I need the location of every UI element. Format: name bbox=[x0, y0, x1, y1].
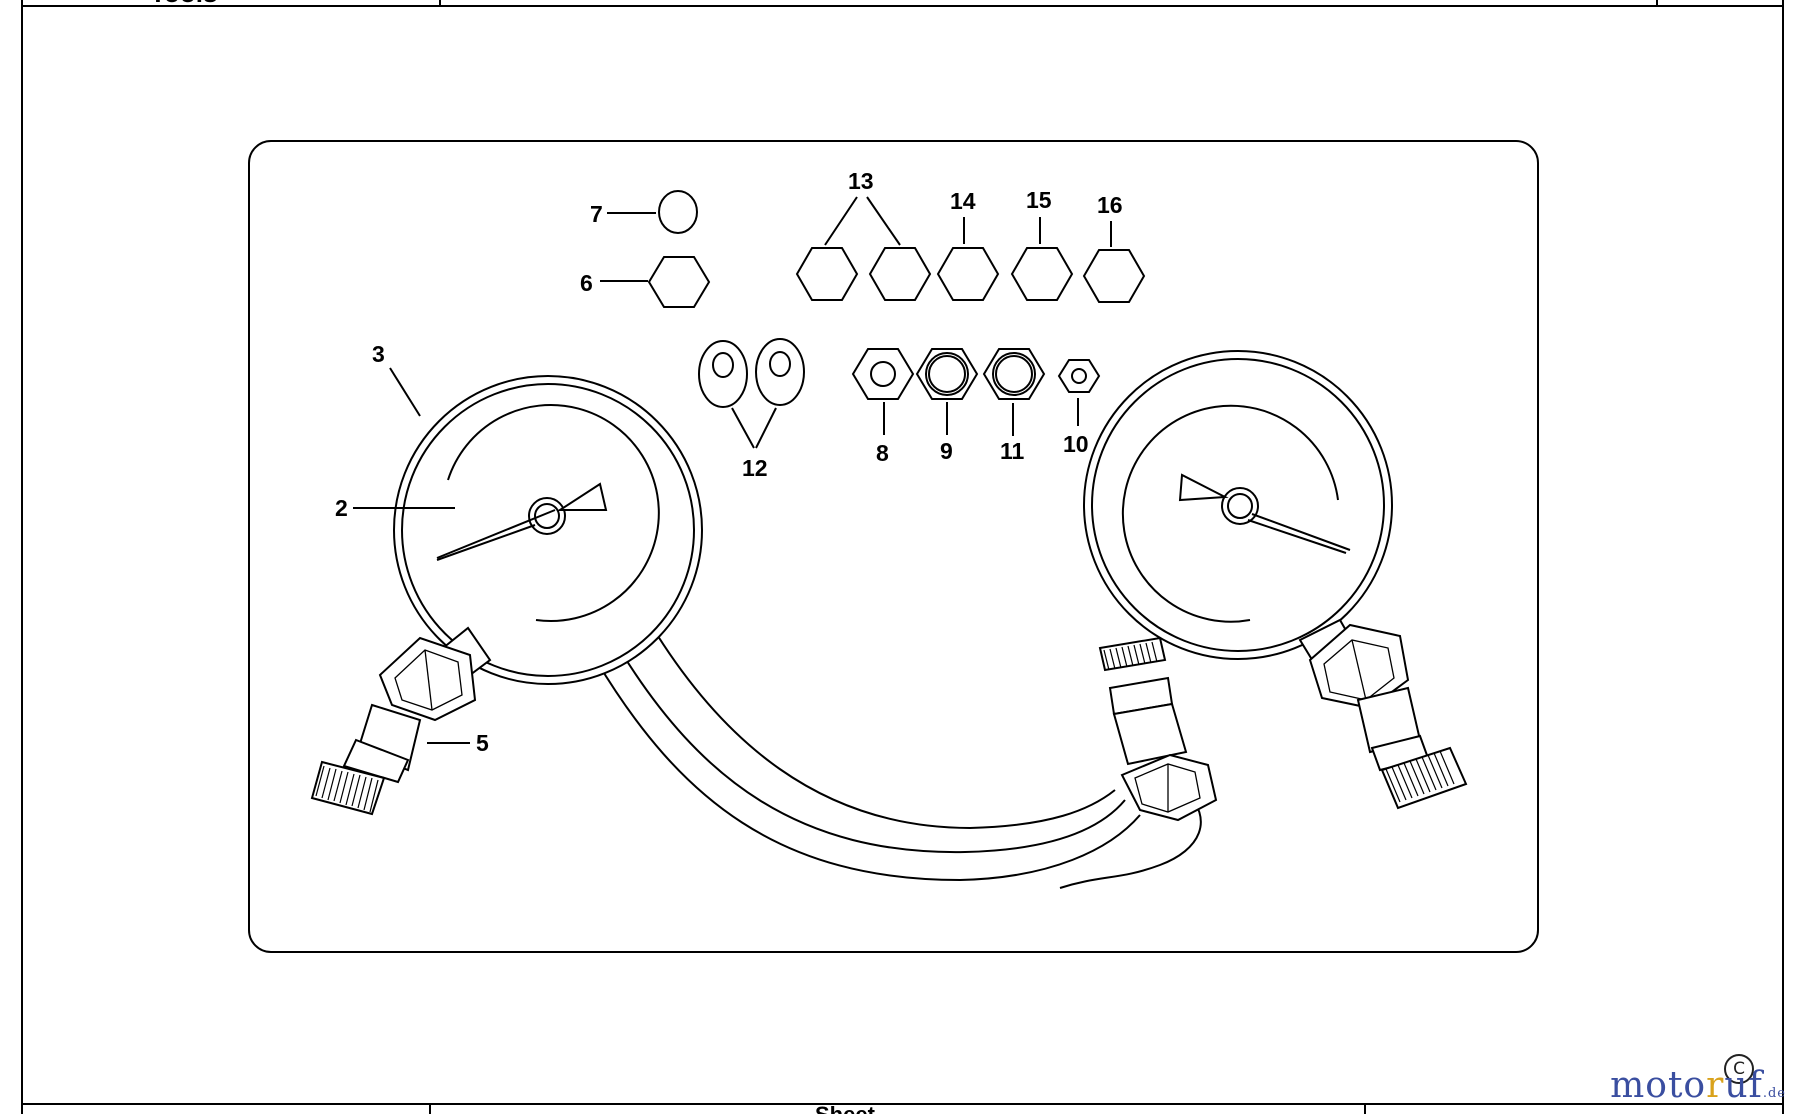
callout-11: 11 bbox=[1000, 438, 1025, 464]
hose-fitting bbox=[1098, 636, 1218, 822]
drawing-frame bbox=[21, 0, 1784, 1114]
callout-13: 13 bbox=[848, 168, 874, 194]
washer-icon bbox=[658, 190, 698, 234]
pressure-gauge-icon bbox=[393, 375, 703, 685]
part-11-hex-nut bbox=[982, 348, 1046, 436]
part-16-hex-nut bbox=[1082, 221, 1146, 303]
header-title: Tools bbox=[150, 0, 217, 8]
hex-nut-icon bbox=[647, 256, 711, 308]
callout-8: 8 bbox=[876, 440, 889, 466]
pressure-gauge-icon bbox=[1083, 350, 1393, 660]
left-gauge bbox=[310, 375, 703, 816]
watermark-part-b: r bbox=[1706, 1065, 1725, 1106]
callout-5: 5 bbox=[476, 730, 489, 756]
callout-10: 10 bbox=[1063, 431, 1089, 457]
part-10-hex-nut bbox=[1057, 359, 1101, 426]
hex-nut-icon bbox=[851, 348, 915, 400]
part-6-hex-nut bbox=[600, 256, 711, 308]
callout-15: 15 bbox=[1026, 187, 1052, 213]
watermark-part-d: .de bbox=[1762, 1086, 1786, 1101]
hex-nut-icon bbox=[982, 348, 1046, 400]
callout-3: 3 bbox=[372, 341, 385, 367]
hex-nut-icon bbox=[868, 247, 932, 301]
part-8-hex-nut bbox=[851, 348, 915, 435]
hex-nut-icon bbox=[915, 348, 979, 400]
right-gauge bbox=[1083, 350, 1468, 810]
hex-nut-icon bbox=[1082, 249, 1146, 303]
part-15-hex-nut bbox=[1010, 217, 1074, 301]
callout-6: 6 bbox=[580, 270, 593, 296]
watermark-part-a: moto bbox=[1610, 1065, 1707, 1106]
part-13-hex-nuts bbox=[795, 196, 932, 301]
case-outline bbox=[248, 140, 1539, 953]
part-7-washer bbox=[607, 190, 698, 234]
callout-14: 14 bbox=[950, 188, 976, 214]
watermark-part-c: uf bbox=[1724, 1065, 1763, 1106]
hex-nut-icon bbox=[936, 247, 1000, 301]
watermark-logo: motoruf.de bbox=[1610, 1065, 1786, 1106]
callout-9: 9 bbox=[940, 438, 953, 464]
hex-nut-icon bbox=[1010, 247, 1074, 301]
hex-nut-icon bbox=[1057, 359, 1101, 393]
footer-label: Sheet bbox=[815, 1102, 876, 1114]
part-12-seals bbox=[698, 338, 805, 449]
callout-12: 12 bbox=[742, 455, 768, 481]
callout-2: 2 bbox=[335, 495, 348, 521]
part-9-hex-nut bbox=[915, 348, 979, 435]
part-14-hex-nut bbox=[936, 217, 1000, 301]
callout-7: 7 bbox=[590, 201, 603, 227]
hex-nut-icon bbox=[795, 247, 859, 301]
hose-icon bbox=[595, 619, 1202, 889]
callout-16: 16 bbox=[1097, 192, 1123, 218]
copyright-mark: C bbox=[1724, 1054, 1754, 1084]
